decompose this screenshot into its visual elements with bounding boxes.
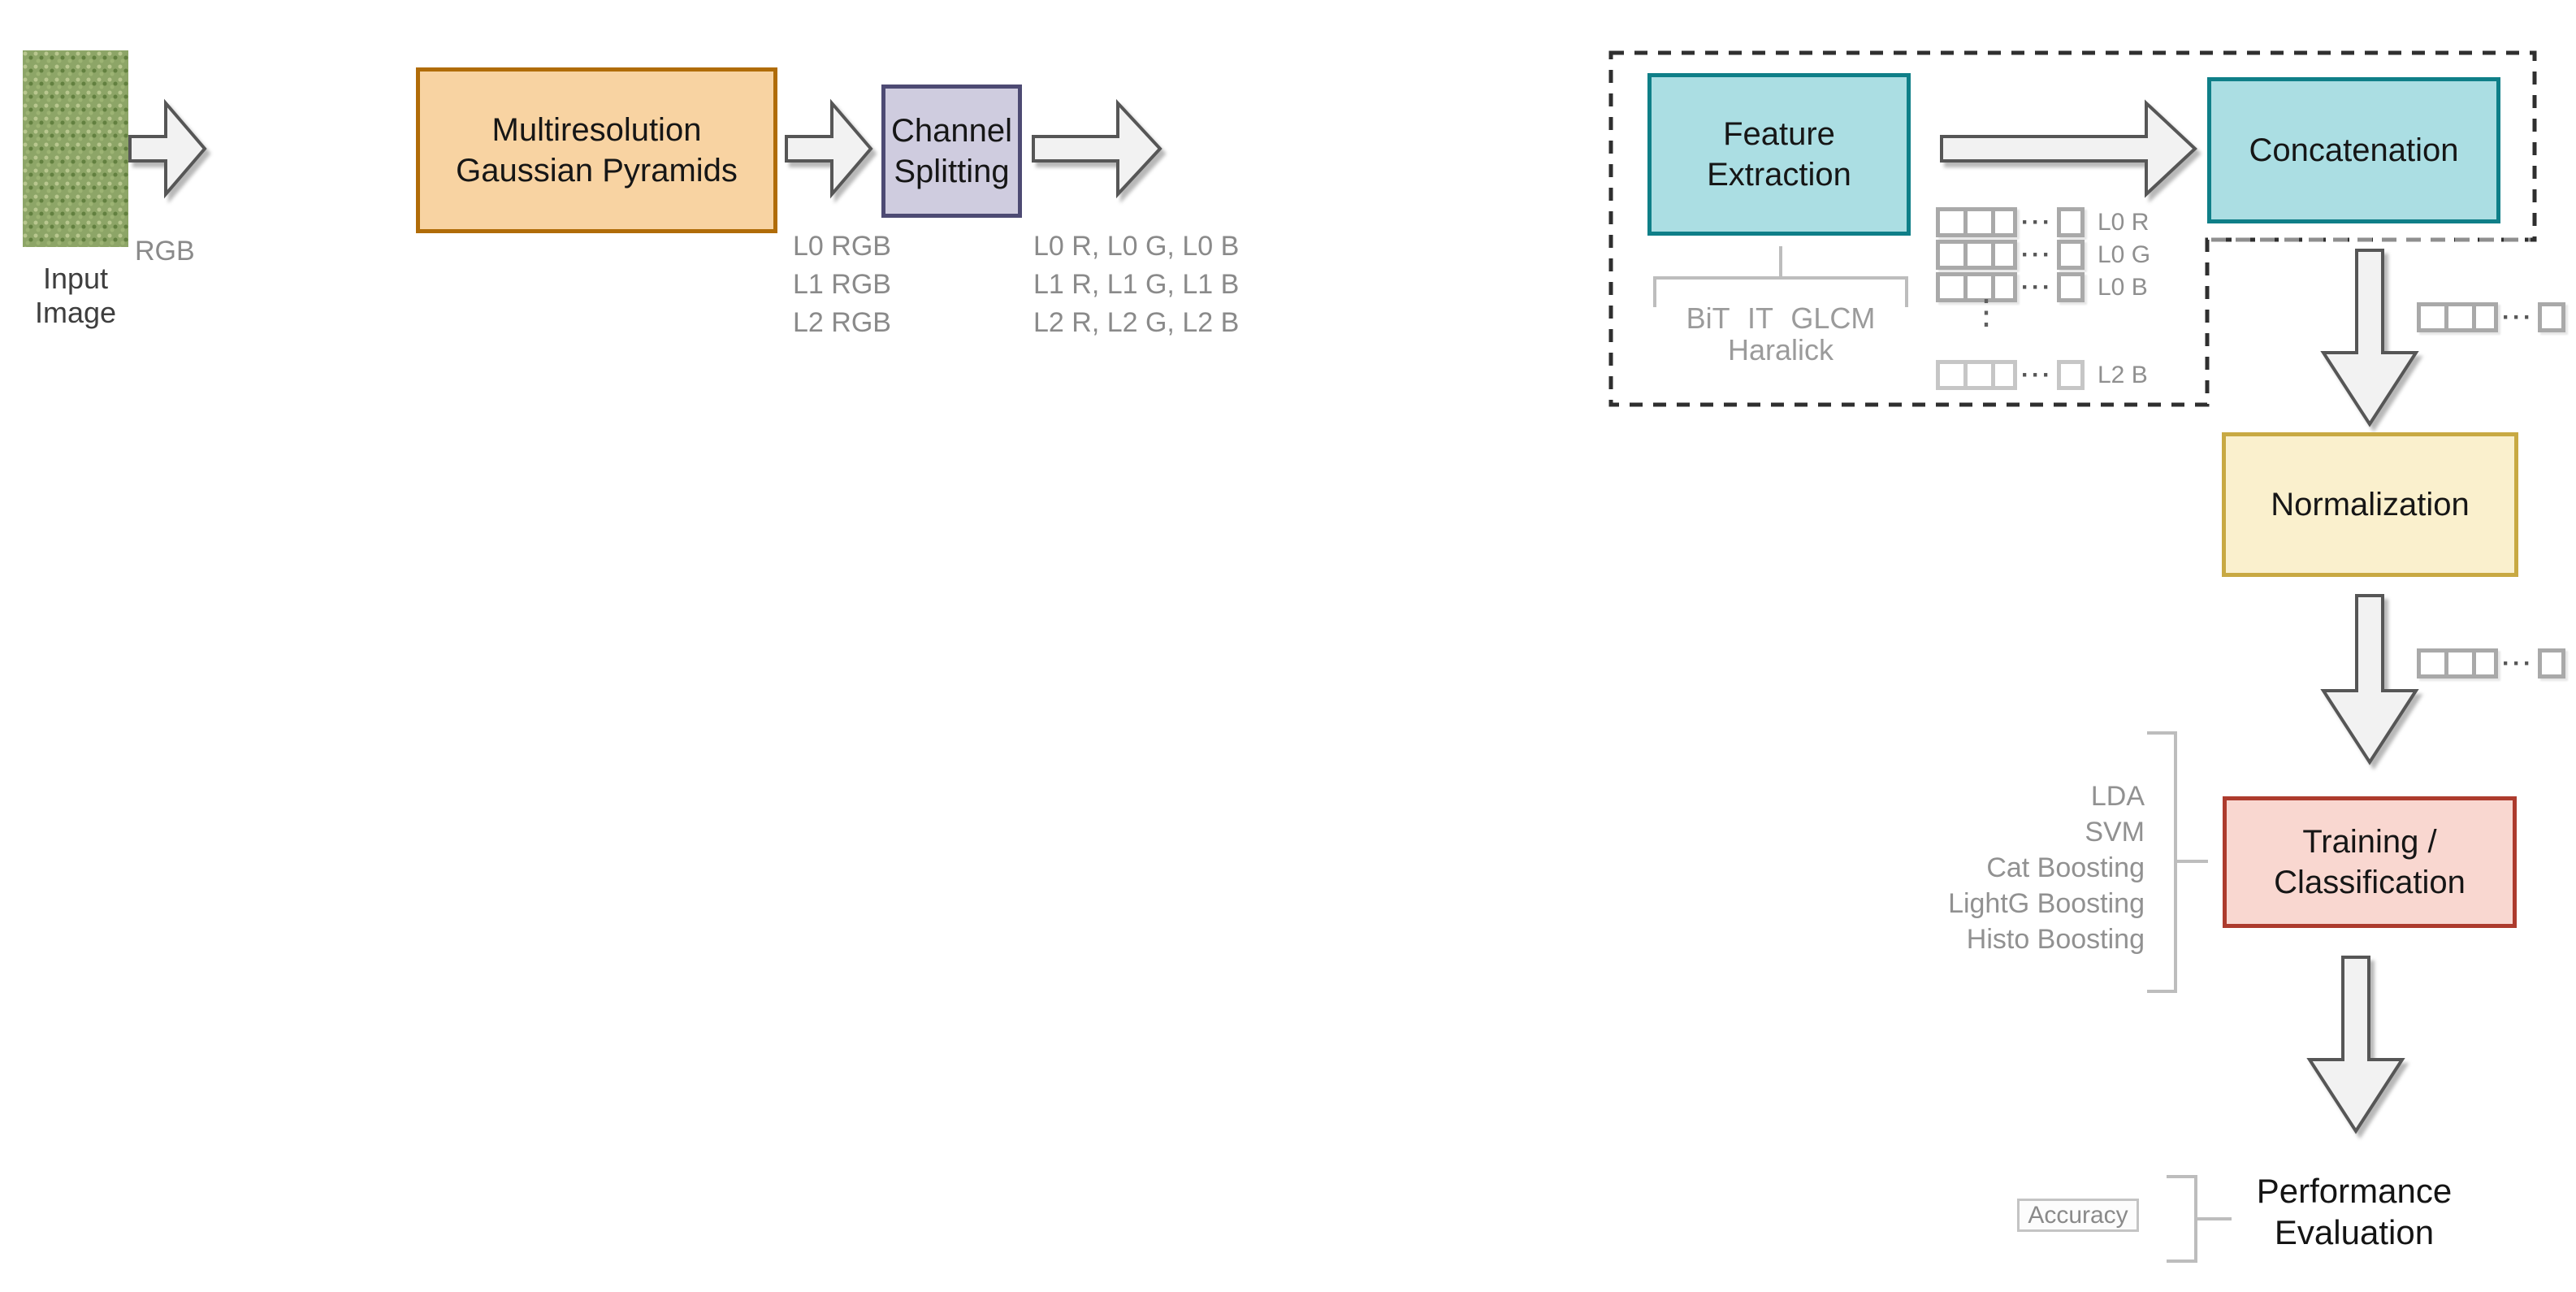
arrow-right-icon <box>128 98 207 199</box>
feature-vector-row: ··· L0 G <box>1936 240 2150 270</box>
vector-cells-icon <box>1936 272 2017 302</box>
classifier-item: Cat Boosting <box>1986 852 2145 883</box>
feature-vector-row: ··· L2 B <box>1936 360 2148 390</box>
input-image-caption: Input Image <box>34 262 117 329</box>
concatenation-box: Concatenation <box>2207 77 2500 223</box>
vector-cell-icon <box>2056 240 2085 270</box>
vector-cell-icon <box>2056 207 2085 237</box>
feature-vector-row: ··· L0 R <box>1936 207 2149 237</box>
feature-methods-line1: BiT IT GLCM <box>1686 301 1876 335</box>
arrow-down-icon <box>2320 249 2419 427</box>
vector-cells-icon <box>2417 648 2498 679</box>
vector-cells-icon <box>1936 207 2017 237</box>
rgb-flow-label: RGB <box>135 236 195 267</box>
ellipsis-icon: ··· <box>2021 273 2053 301</box>
arrow-down-icon <box>2306 956 2405 1134</box>
arrow-right-icon <box>1940 99 2197 198</box>
vector-cell-icon <box>2537 302 2565 332</box>
feature-methods-label: BiT IT GLCM Haralick <box>1647 302 1915 366</box>
pyramids-output-labels: L0 RGB L1 RGB L2 RGB <box>793 231 891 338</box>
channel-splitting-box: Channel Splitting <box>881 85 1022 218</box>
vector-cell-icon <box>2056 360 2085 390</box>
concatenated-vector-row: ··· <box>2417 302 2565 332</box>
vector-row-label: L2 B <box>2097 361 2148 388</box>
channel-output-labels: L0 R, L0 G, L0 B L1 R, L1 G, L1 B L2 R, … <box>1033 231 1240 338</box>
arrow-right-icon <box>785 98 873 199</box>
feature-vector-row: ··· L0 B <box>1936 272 2148 302</box>
feature-extraction-box: Feature Extraction <box>1647 73 1911 236</box>
multiresolution-gaussian-pyramids-box: Multiresolution Gaussian Pyramids <box>416 67 777 233</box>
vector-cell-icon <box>2056 272 2085 302</box>
arrow-down-icon <box>2320 594 2419 765</box>
vertical-ellipsis-icon: ⋮ <box>1969 293 2003 331</box>
classifier-item: Histo Boosting <box>1966 924 2145 955</box>
normalized-vector-row: ··· <box>2417 648 2565 679</box>
input-texture-image <box>23 50 128 247</box>
accuracy-label: Accuracy <box>2028 1201 2128 1229</box>
vector-cells-icon <box>1936 240 2017 270</box>
normalization-box: Normalization <box>2222 432 2518 577</box>
feature-methods-line2: Haralick <box>1727 333 1834 366</box>
vector-cells-icon <box>1936 360 2017 390</box>
classifiers-bracket <box>2147 731 2208 993</box>
feature-methods-bracket <box>1653 246 1908 307</box>
accuracy-metric-box: Accuracy <box>2017 1199 2139 1232</box>
classifier-item: LightG Boosting <box>1948 888 2145 919</box>
vector-cells-icon <box>2417 302 2498 332</box>
ellipsis-icon: ··· <box>2021 241 2053 268</box>
ellipsis-icon: ··· <box>2502 649 2534 677</box>
classifier-item: SVM <box>2085 817 2145 848</box>
training-classification-box: Training / Classification <box>2223 796 2517 928</box>
ellipsis-icon: ··· <box>2502 303 2534 331</box>
vector-row-label: L0 B <box>2097 273 2148 301</box>
vector-row-label: L0 G <box>2097 241 2151 268</box>
ellipsis-icon: ··· <box>2021 361 2053 388</box>
ellipsis-icon: ··· <box>2021 208 2053 236</box>
arrow-right-icon <box>1032 98 1162 199</box>
classifier-list: LDA SVM Cat Boosting LightG Boosting His… <box>1901 778 2145 957</box>
vector-row-label: L0 R <box>2097 208 2150 236</box>
classifier-item: LDA <box>2090 781 2145 812</box>
performance-evaluation-label: Performance Evaluation <box>2256 1172 2453 1251</box>
vector-cell-icon <box>2537 648 2565 679</box>
accuracy-bracket <box>2167 1175 2232 1263</box>
dashed-group-border <box>1608 50 2537 407</box>
